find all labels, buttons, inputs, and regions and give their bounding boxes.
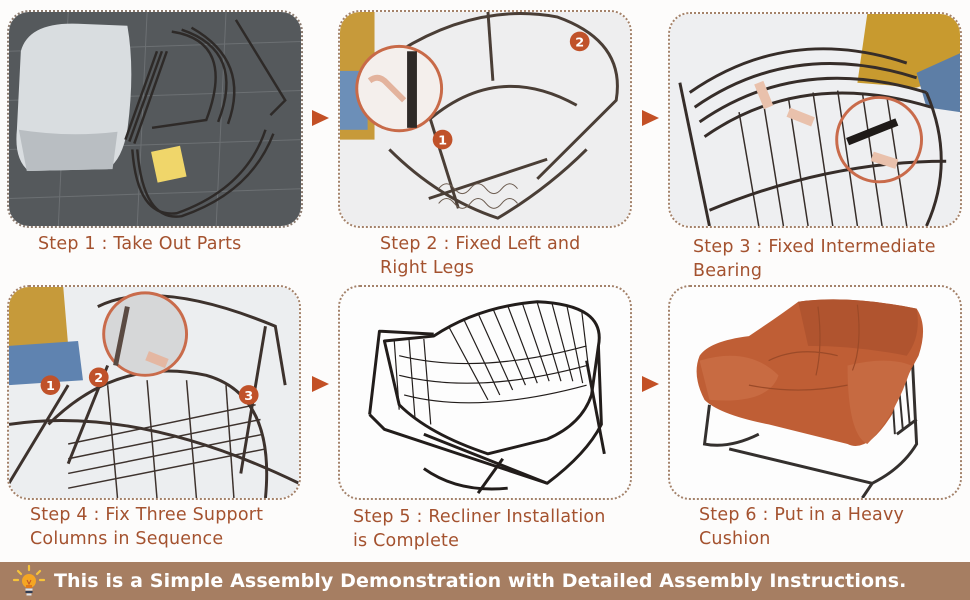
step-1-caption: Step 1 : Take Out Parts (38, 232, 241, 256)
svg-text:2: 2 (575, 35, 584, 50)
footer-text: This is a Simple Assembly Demonstration … (54, 570, 907, 592)
step-6-caption-line2: Cushion (699, 529, 771, 549)
svg-text:2: 2 (94, 371, 103, 386)
svg-text:3: 3 (244, 389, 253, 404)
footer-banner: This is a Simple Assembly Demonstration … (0, 562, 970, 600)
step-2-caption-line1: Step 2 : Fixed Left and (380, 234, 581, 254)
step-2-caption: Step 2 : Fixed Left and Right Legs (380, 232, 580, 280)
step-3-caption: Step 3 : Fixed Intermediate Bearing (693, 235, 936, 283)
step-4-caption-line2: Columns in Sequence (30, 529, 224, 549)
svg-text:1: 1 (46, 379, 55, 394)
step-2-caption-line2: Right Legs (380, 258, 475, 278)
step-6-image (668, 285, 962, 500)
marker-1 (432, 129, 453, 150)
step-4-image: 1 2 3 (7, 285, 301, 500)
lightbulb-icon (12, 564, 46, 596)
step-3-caption-line2: Bearing (693, 261, 763, 281)
step-5-image (338, 285, 632, 500)
arrow-right-icon (312, 376, 329, 392)
step-6-caption-line1: Step 6 : Put in a Heavy (699, 505, 905, 525)
step-5-caption: Step 5 : Recliner Installation is Comple… (353, 505, 606, 553)
step-4-caption: Step 4 : Fix Three Support Columns in Se… (30, 503, 263, 551)
step-5-caption-line2: is Complete (353, 531, 460, 551)
arrow-right-icon (642, 376, 659, 392)
step-5-caption-line1: Step 5 : Recliner Installation (353, 507, 606, 527)
step-6-caption: Step 6 : Put in a Heavy Cushion (699, 503, 904, 551)
arrow-right-icon (642, 110, 659, 126)
step-1-image (7, 10, 303, 228)
step-2-image: 1 2 (338, 10, 632, 228)
step-1-caption-line1: Step 1 : Take Out Parts (38, 234, 242, 254)
svg-text:1: 1 (438, 134, 447, 149)
step-3-caption-line1: Step 3 : Fixed Intermediate (693, 237, 936, 257)
step-3-image (668, 12, 962, 228)
arrow-right-icon (312, 110, 329, 126)
step-4-caption-line1: Step 4 : Fix Three Support (30, 505, 264, 525)
